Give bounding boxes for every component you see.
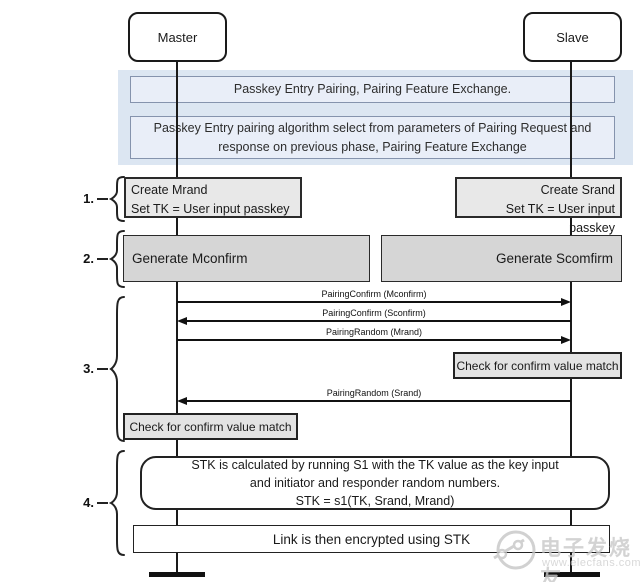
message-2-arrowhead-left	[177, 317, 187, 325]
slave-ground-terminator	[544, 572, 600, 577]
message-4-line	[185, 400, 571, 402]
watermark-url-text: www.elecfans.com	[542, 557, 640, 569]
message-1-line	[177, 301, 563, 303]
phase-box-2: Passkey Entry pairing algorithm select f…	[130, 116, 615, 159]
step-1-slave-text: Create Srand Set TK = User input passkey	[505, 183, 615, 235]
step-4-tick	[97, 502, 108, 504]
step-3-master-check-box: Check for confirm value match	[123, 413, 298, 440]
message-1-label: PairingConfirm (Mconfirm)	[321, 289, 427, 299]
step-3-brace	[109, 296, 125, 442]
master-actor-box: Master	[128, 12, 227, 62]
step-3-number: 3.	[83, 361, 94, 376]
step-2-master-box: Generate Mconfirm	[123, 235, 370, 282]
step-1-master-text: Create Mrand Set TK = User input passkey	[131, 183, 290, 216]
step-4-number: 4.	[83, 495, 94, 510]
watermark: 电子发烧友 www.elecfans.com	[490, 526, 640, 582]
message-3-arrowhead-right	[561, 336, 571, 344]
master-actor-label: Master	[157, 29, 198, 45]
step-1-number: 1.	[83, 191, 94, 206]
slave-actor-box: Slave	[523, 12, 622, 62]
watermark-logo-icon	[493, 530, 536, 570]
master-ground-terminator	[149, 572, 205, 577]
step-2-slave-text: Generate Scomfirm	[495, 251, 613, 266]
message-4-label: PairingRandom (Srand)	[326, 388, 422, 398]
message-3-label: PairingRandom (Mrand)	[325, 327, 423, 337]
step-4-note-box: STK is calculated by running S1 with the…	[140, 456, 610, 510]
message-4-arrowhead-left	[177, 397, 187, 405]
phase-box-2-text: Passkey Entry pairing algorithm select f…	[154, 121, 592, 154]
step-1-slave-box: Create Srand Set TK = User input passkey	[455, 177, 622, 235]
step-3-master-check-text: Check for confirm value match	[129, 419, 292, 434]
phase-box-1: Passkey Entry Pairing, Pairing Feature E…	[130, 76, 615, 103]
message-2-label: PairingConfirm (Sconfirm)	[322, 308, 426, 318]
message-3-line	[177, 339, 563, 341]
step-2-brace	[108, 230, 125, 288]
step-2-slave-box: Generate Scomfirm	[381, 235, 622, 282]
watermark-brand-text: 电子发烧友	[540, 537, 632, 582]
phase-box-1-text: Passkey Entry Pairing, Pairing Feature E…	[233, 82, 512, 97]
step-1-tick	[97, 198, 108, 200]
step-3-tick	[97, 368, 108, 370]
step-4-note-text: STK is calculated by running S1 with the…	[191, 457, 559, 509]
slave-lifeline	[570, 62, 572, 573]
step-2-tick	[97, 258, 108, 260]
step-3-slave-check-box: Check for confirm value match	[453, 352, 622, 379]
step-2-master-text: Generate Mconfirm	[132, 251, 248, 266]
step-1-brace	[108, 176, 125, 222]
message-2-line	[185, 320, 571, 322]
step-2-number: 2.	[83, 251, 94, 266]
step-4-brace	[108, 450, 125, 556]
step-3-slave-check-text: Check for confirm value match	[456, 358, 619, 373]
step-4-final-text: Link is then encrypted using STK	[272, 531, 471, 547]
message-1-arrowhead-right	[561, 298, 571, 306]
step-1-master-box: Create Mrand Set TK = User input passkey	[124, 177, 302, 218]
slave-actor-label: Slave	[556, 29, 589, 45]
